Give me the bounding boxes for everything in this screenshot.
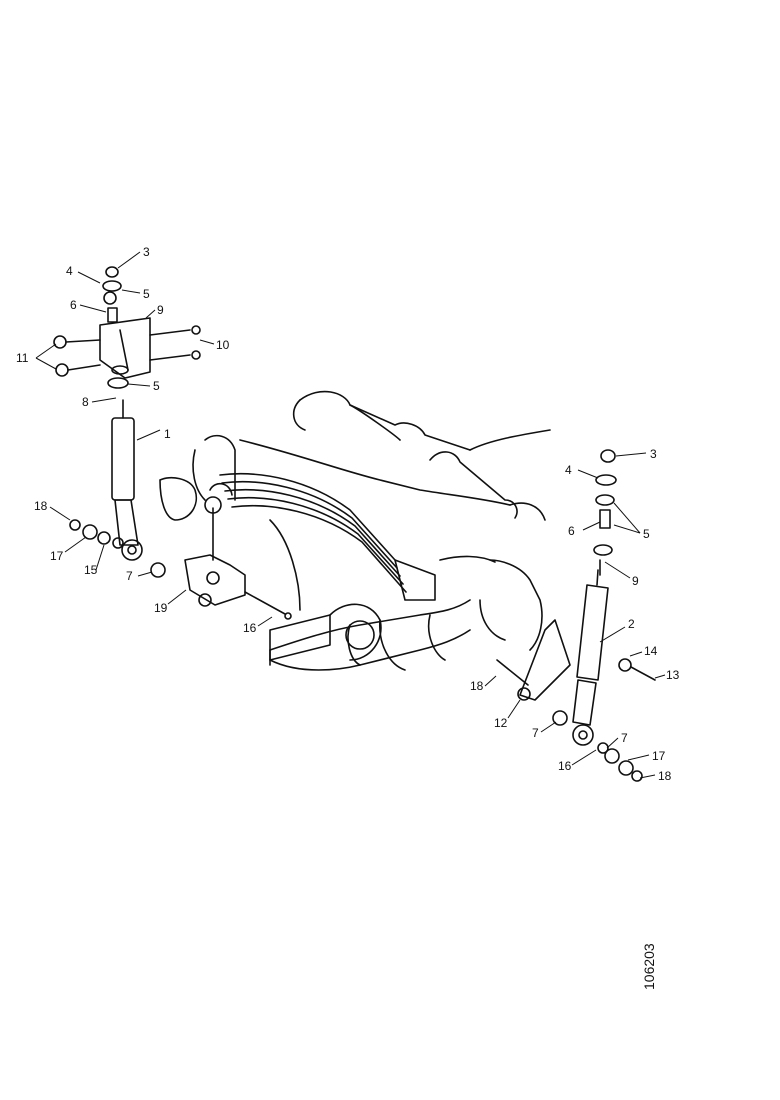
callout-4-right: 4 xyxy=(565,463,572,477)
callout-6-left: 6 xyxy=(70,298,77,312)
callout-2: 2 xyxy=(628,617,635,631)
callout-12: 12 xyxy=(494,716,508,730)
callout-3-left: 3 xyxy=(143,245,150,259)
leaf-spring xyxy=(209,472,436,601)
callout-18-right-lower: 18 xyxy=(658,769,672,783)
callout-5-left-lower: 5 xyxy=(153,379,160,393)
callout-3-right: 3 xyxy=(650,447,657,461)
right-lower-bracket xyxy=(496,619,656,782)
callout-10: 10 xyxy=(216,338,230,352)
callout-labels: 3 4 5 6 9 10 11 5 8 1 18 17 15 7 19 16 3… xyxy=(16,245,680,783)
vehicle-frame-outline xyxy=(159,390,551,671)
callout-19: 19 xyxy=(154,601,168,615)
callout-7-right-lower: 7 xyxy=(532,726,539,740)
callout-13: 13 xyxy=(666,668,680,682)
callout-17-right: 17 xyxy=(652,749,666,763)
callout-11: 11 xyxy=(16,351,29,365)
callout-7-right-upper: 7 xyxy=(621,731,628,745)
callout-9-left: 9 xyxy=(157,303,164,317)
callout-6-right: 6 xyxy=(568,524,575,538)
document-number: 106203 xyxy=(641,943,657,990)
callout-5-right: 5 xyxy=(643,527,650,541)
callout-17-left: 17 xyxy=(50,549,64,563)
callout-9-right: 9 xyxy=(632,574,639,588)
left-lower-hardware xyxy=(69,496,292,620)
callout-8: 8 xyxy=(82,395,89,409)
callout-15-left: 15 xyxy=(84,563,98,577)
callout-16-left: 16 xyxy=(243,621,257,635)
callout-5-left-upper: 5 xyxy=(143,287,150,301)
callout-18-right-upper: 18 xyxy=(470,679,484,693)
callout-7-left: 7 xyxy=(126,569,133,583)
left-shock-absorber xyxy=(111,399,143,561)
axle-housing xyxy=(269,603,382,661)
callout-4-left: 4 xyxy=(66,264,73,278)
left-upper-mount-bracket xyxy=(53,266,201,389)
callout-14: 14 xyxy=(644,644,658,658)
callout-1: 1 xyxy=(164,427,171,441)
right-shock-absorber xyxy=(572,449,617,746)
callout-16-right: 16 xyxy=(558,759,572,773)
callout-18-left: 18 xyxy=(34,499,48,513)
